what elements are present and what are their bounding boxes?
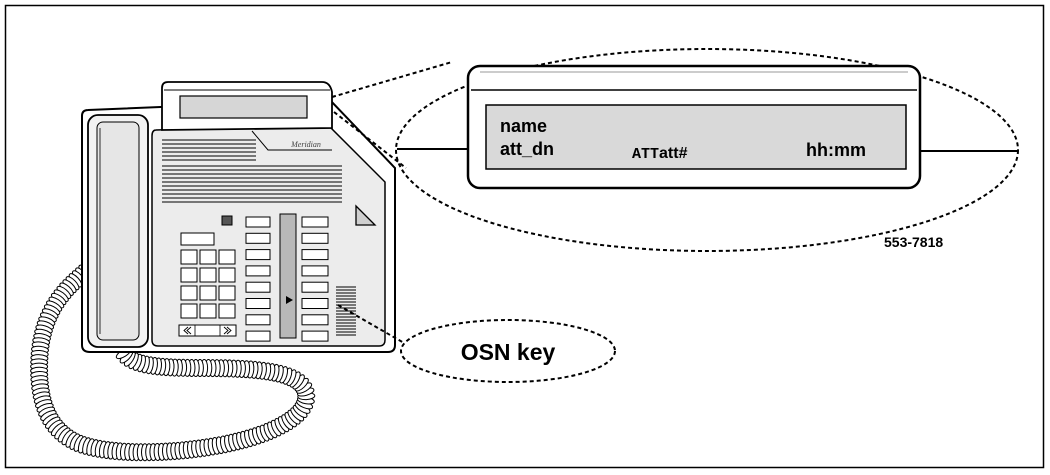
logo-tab [251, 130, 332, 151]
dial-key [199, 285, 217, 301]
dial-pad [180, 249, 236, 319]
dial-key [199, 249, 217, 265]
feature-key [245, 265, 271, 277]
speaker-grille [162, 139, 342, 203]
feature-key [301, 265, 329, 277]
display-callout-ellipse [395, 48, 1019, 252]
dial-key [180, 249, 198, 265]
feature-keys [245, 216, 329, 342]
dial-key [199, 267, 217, 283]
osn-key-label: OSN key [461, 339, 556, 365]
enlarged-display: name att_dn ATTatt# hh:mm [466, 64, 922, 190]
display-line2-att-number: ATTatt# [632, 145, 688, 163]
side-grille [336, 286, 356, 336]
dial-key [180, 303, 198, 319]
feature-key [245, 314, 271, 326]
meridian-phone: Meridian [81, 81, 396, 353]
feature-key [245, 298, 271, 309]
dial-key [218, 285, 236, 301]
display-line1-name: name [500, 116, 547, 136]
volume-bar-key [178, 324, 237, 337]
display-line2-time: hh:mm [806, 140, 866, 160]
feature-key [245, 281, 271, 293]
volume-up-icon [223, 326, 232, 335]
feature-key [301, 330, 329, 342]
feature-key [245, 232, 271, 244]
feature-key [301, 314, 329, 326]
phone-cord [30, 264, 316, 462]
handset-grip [96, 121, 140, 341]
figure-frame [4, 4, 1045, 469]
message-indicator-icon [355, 204, 377, 226]
feature-key [301, 281, 329, 293]
volume-down-icon [183, 326, 192, 335]
osn-key-callout-ellipse [400, 319, 616, 383]
lamp-strip [279, 213, 297, 339]
cord-coils [30, 264, 316, 462]
feature-key [245, 216, 271, 228]
feature-key [301, 232, 329, 244]
enlarged-display-screen [485, 104, 907, 170]
dial-key [199, 303, 217, 319]
display-callout-leader-top [331, 61, 453, 98]
dial-key [180, 285, 198, 301]
dial-key [218, 267, 236, 283]
feature-key [301, 249, 329, 261]
dial-key [218, 303, 236, 319]
display-line2-att-dn: att_dn [500, 139, 554, 159]
figure-number: 553-7818 [884, 234, 943, 250]
feature-key [301, 216, 329, 228]
osn-key [301, 298, 329, 309]
osn-key-arrow-icon [286, 296, 293, 304]
phone-display-screen [179, 95, 308, 119]
display-att-prefix: ATT [632, 146, 659, 163]
display-att-suffix: att# [659, 145, 688, 162]
osn-key-leader [337, 304, 405, 344]
dial-key [218, 249, 236, 265]
feature-key [245, 330, 271, 342]
mute-key [221, 215, 233, 226]
feature-key [245, 249, 271, 261]
hold-key [180, 232, 215, 246]
display-callout-leader-bottom [333, 111, 407, 169]
dial-key [180, 267, 198, 283]
brand-logo: Meridian [290, 140, 321, 149]
